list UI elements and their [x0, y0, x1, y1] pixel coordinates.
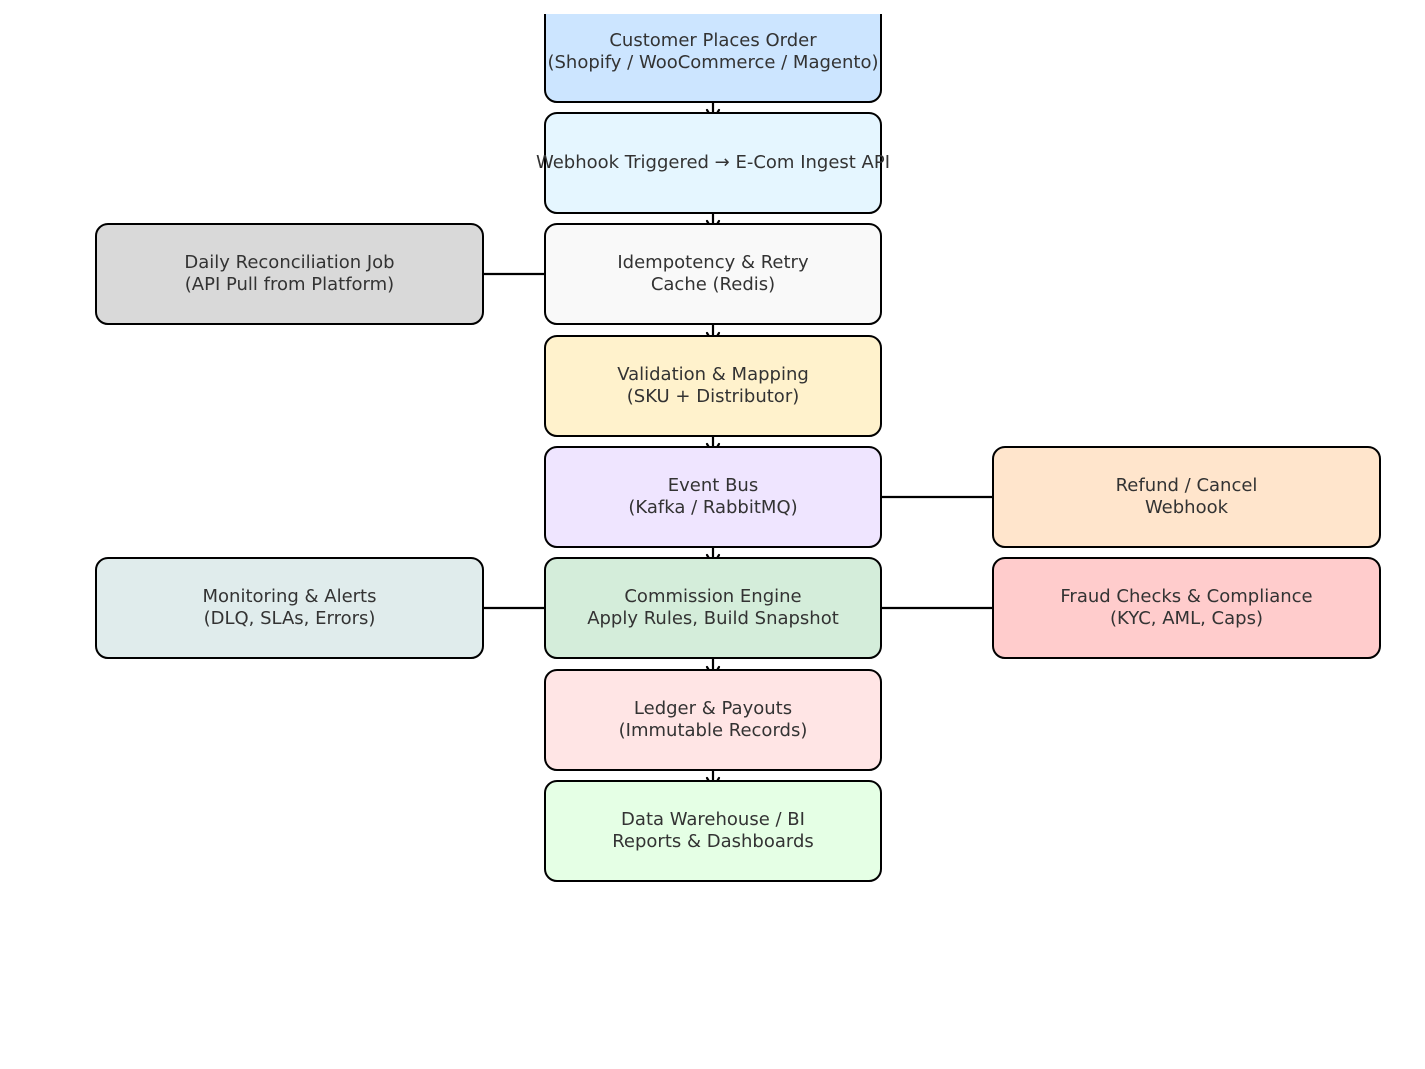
- node-customer-places-order: Customer Places Order (Shopify / WooComm…: [544, 0, 882, 103]
- edge-fraud-to-commission: [867, 600, 1010, 616]
- node-commission-engine: Commission Engine Apply Rules, Build Sna…: [544, 557, 882, 659]
- node-label-line: Fraud Checks & Compliance: [1060, 586, 1313, 607]
- canvas-top-edge: [0, 0, 1425, 14]
- node-label-line: Customer Places Order: [609, 30, 817, 51]
- node-monitoring-alerts: Monitoring & Alerts (DLQ, SLAs, Errors): [95, 557, 484, 659]
- node-label-line: (Immutable Records): [618, 720, 808, 741]
- edge-refund-to-eventbus: [867, 489, 1010, 505]
- node-webhook-triggered: Webhook Triggered → E-Com Ingest API: [536, 112, 890, 214]
- node-label-line: (KYC, AML, Caps): [1110, 608, 1263, 629]
- node-data-warehouse: Data Warehouse / BI Reports & Dashboards: [544, 780, 882, 882]
- node-event-bus: Event Bus (Kafka / RabbitMQ): [544, 446, 882, 548]
- node-label-line: Apply Rules, Build Snapshot: [587, 608, 839, 629]
- node-label-line: Idempotency & Retry: [617, 252, 809, 273]
- node-label-line: Commission Engine: [624, 586, 802, 607]
- node-label-line: Data Warehouse / BI: [621, 809, 805, 830]
- node-refund-cancel-webhook: Refund / Cancel Webhook: [992, 446, 1381, 548]
- node-label-line: (DLQ, SLAs, Errors): [203, 608, 376, 629]
- node-label-line: Monitoring & Alerts: [202, 586, 377, 607]
- node-label-line: Event Bus: [667, 475, 759, 496]
- node-daily-reconciliation: Daily Reconciliation Job (API Pull from …: [95, 223, 484, 325]
- node-label-line: (API Pull from Platform): [184, 274, 395, 295]
- node-label-line: Cache (Redis): [650, 274, 776, 295]
- node-label-line: Reports & Dashboards: [612, 831, 814, 852]
- node-validation-mapping: Validation & Mapping (SKU + Distributor): [544, 335, 882, 437]
- node-label-line: Webhook Triggered → E-Com Ingest API: [535, 152, 891, 173]
- node-idempotency-retry: Idempotency & Retry Cache (Redis): [544, 223, 882, 325]
- node-label-line: Webhook: [1144, 497, 1229, 518]
- node-label-line: Daily Reconciliation Job: [184, 252, 395, 273]
- node-fraud-checks: Fraud Checks & Compliance (KYC, AML, Cap…: [992, 557, 1381, 659]
- node-ledger-payouts: Ledger & Payouts (Immutable Records): [544, 669, 882, 771]
- node-label-line: Ledger & Payouts: [633, 698, 793, 719]
- node-label-line: Refund / Cancel: [1115, 475, 1258, 496]
- node-label-line: Validation & Mapping: [617, 364, 809, 385]
- node-label-line: (Shopify / WooCommerce / Magento): [547, 52, 879, 73]
- node-label-line: (Kafka / RabbitMQ): [628, 497, 798, 518]
- node-label-line: (SKU + Distributor): [626, 386, 800, 407]
